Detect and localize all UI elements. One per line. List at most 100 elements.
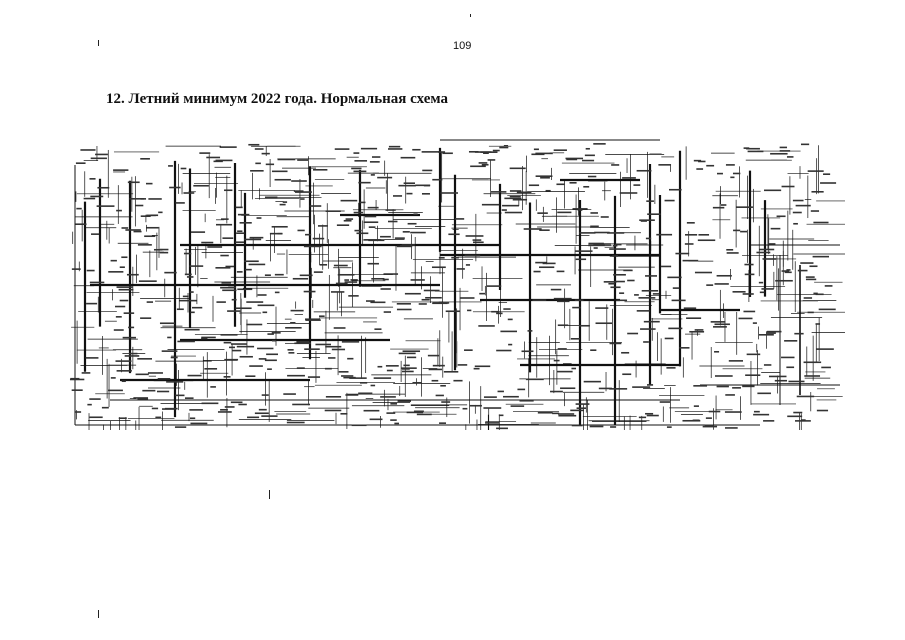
schematic-label-mark [490, 191, 507, 193]
schematic-label-mark [89, 178, 96, 180]
schematic-label-mark [126, 273, 139, 276]
schematic-label-mark [246, 301, 264, 303]
schematic-label-mark [402, 350, 421, 353]
schematic-label-mark [480, 151, 498, 153]
schematic-label-mark [646, 414, 659, 417]
schematic-label-mark [583, 185, 590, 188]
schematic-label-mark [249, 365, 263, 367]
schematic-label-mark [359, 382, 368, 384]
schematic-label-mark [146, 214, 156, 217]
schematic-label-mark [364, 215, 377, 218]
schematic-label-mark [89, 416, 103, 419]
schematic-label-mark [247, 416, 260, 419]
schematic-label-mark [607, 232, 625, 234]
page-heading: 12. Летний минимум 2022 года. Нормальная… [106, 91, 448, 107]
schematic-label-mark [138, 280, 157, 282]
schematic-label-mark [557, 348, 567, 350]
schematic-label-mark [664, 199, 675, 202]
schematic-label-mark [558, 414, 577, 417]
schematic-label-mark [770, 152, 788, 155]
schematic-label-mark [481, 203, 500, 206]
schematic-label-mark [101, 406, 109, 409]
schematic-label-mark [432, 364, 445, 367]
schematic-label-mark [312, 237, 325, 240]
network-schematic-drawing [69, 139, 845, 430]
schematic-label-mark [128, 352, 138, 355]
schematic-label-mark [121, 227, 129, 229]
schematic-label-mark [394, 422, 400, 425]
schematic-label-mark [732, 172, 741, 175]
schematic-label-mark [473, 367, 480, 370]
schematic-label-mark [146, 301, 154, 303]
schematic-label-mark [512, 198, 528, 201]
scan-speck [269, 490, 270, 499]
schematic-label-mark [557, 413, 575, 415]
schematic-label-mark [380, 288, 391, 290]
schematic-label-mark [743, 310, 756, 313]
schematic-label-mark [300, 198, 305, 200]
schematic-label-mark [225, 265, 235, 268]
schematic-label-mark [686, 222, 695, 224]
schematic-label-mark [220, 254, 229, 257]
schematic-label-mark [210, 386, 216, 388]
schematic-label-mark [800, 143, 810, 146]
schematic-label-mark [305, 233, 312, 236]
schematic-label-mark [305, 319, 321, 321]
schematic-label-mark [360, 147, 378, 150]
schematic-label-mark [667, 276, 682, 279]
schematic-label-mark [807, 170, 824, 172]
schematic-label-mark [236, 271, 243, 273]
schematic-label-mark [254, 412, 269, 415]
schematic-label-mark [228, 286, 236, 289]
schematic-label-mark [579, 324, 590, 327]
schematic-label-mark [81, 372, 91, 374]
schematic-label-mark [370, 301, 386, 304]
schematic-label-mark [76, 207, 82, 210]
schematic-label-mark [640, 328, 656, 330]
schematic-label-mark [714, 375, 733, 377]
schematic-label-mark [388, 220, 398, 223]
schematic-label-mark [801, 419, 806, 421]
schematic-label-mark [491, 310, 500, 313]
schematic-label-mark [603, 281, 617, 283]
schematic-label-mark [216, 301, 226, 303]
schematic-label-mark [788, 380, 805, 383]
schematic-label-mark [784, 340, 798, 342]
schematic-label-mark [328, 357, 336, 359]
schematic-label-mark [404, 292, 421, 295]
schematic-label-mark [115, 316, 122, 318]
schematic-label-mark [535, 175, 553, 177]
schematic-label-mark [776, 215, 786, 218]
schematic-label-mark [159, 322, 175, 325]
schematic-label-mark [133, 230, 142, 233]
schematic-label-mark [108, 389, 123, 392]
schematic-label-mark [609, 388, 628, 390]
schematic-label-mark [689, 330, 705, 333]
schematic-label-mark [110, 377, 116, 379]
schematic-label-mark [220, 218, 229, 220]
schematic-label-mark [533, 270, 541, 273]
schematic-label-mark [338, 371, 349, 373]
schematic-label-mark [246, 323, 263, 326]
schematic-label-mark [292, 403, 311, 406]
schematic-label-mark [115, 360, 132, 362]
schematic-label-mark [552, 412, 560, 415]
schematic-label-mark [305, 318, 320, 321]
schematic-label-mark [761, 288, 774, 290]
schematic-label-mark [478, 325, 495, 327]
schematic-label-mark [500, 330, 518, 333]
schematic-label-mark [403, 182, 416, 185]
schematic-label-mark [608, 282, 615, 285]
schematic-label-mark [742, 385, 755, 388]
schematic-label-mark [813, 292, 818, 295]
schematic-label-mark [116, 209, 122, 212]
schematic-label-mark [479, 292, 486, 295]
schematic-label-mark [108, 271, 124, 273]
schematic-label-mark [453, 379, 463, 382]
schematic-label-mark [343, 219, 352, 222]
schematic-label-mark [714, 350, 720, 353]
schematic-label-mark [96, 205, 115, 207]
schematic-label-mark [805, 278, 817, 281]
schematic-label-mark [694, 329, 704, 331]
schematic-label-mark [485, 422, 500, 424]
